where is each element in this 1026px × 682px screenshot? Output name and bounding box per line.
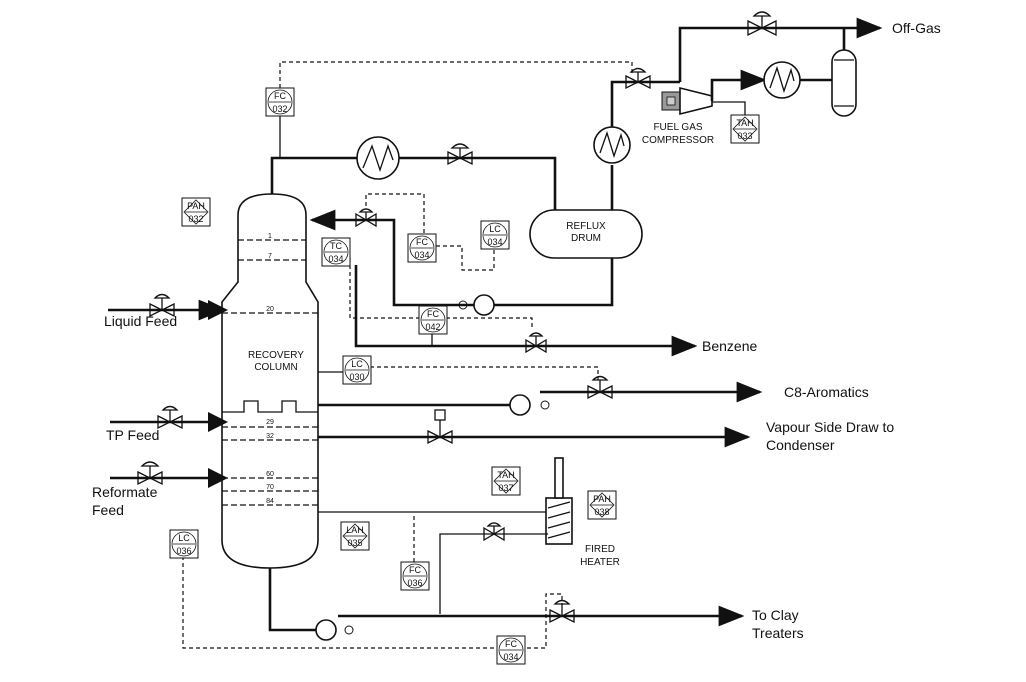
tray-label-1: 1 bbox=[268, 233, 272, 240]
instrument-code: TAH bbox=[736, 118, 753, 128]
fuel-gas-compressor-label-2: COMPRESSOR bbox=[642, 135, 714, 146]
bottoms-pump-icon bbox=[315, 619, 337, 641]
instrument-code: LAH bbox=[346, 525, 364, 535]
instrument-number: 034 bbox=[414, 250, 429, 260]
instrument-number: 032 bbox=[272, 104, 287, 114]
tp-feed-label: TP Feed bbox=[106, 427, 159, 443]
instrument-number: 030 bbox=[349, 372, 364, 382]
instrument-code: FC bbox=[416, 237, 428, 247]
c8-pump-icon bbox=[509, 394, 531, 416]
off-gas-valve-icon bbox=[747, 11, 777, 37]
bottoms-valve-icon bbox=[549, 599, 575, 624]
c8-aromatics-label: C8-Aromatics bbox=[784, 384, 869, 400]
to-clay-label-1: To Clay bbox=[752, 607, 799, 623]
instrument-lc036: LC 036 bbox=[169, 529, 199, 559]
instrument-fc032: FC 032 bbox=[265, 87, 295, 117]
instrument-code: PAH bbox=[187, 201, 205, 211]
tray-label-7: 7 bbox=[268, 253, 272, 260]
tray-label-84: 84 bbox=[266, 498, 274, 505]
instrument-code: LC bbox=[489, 224, 501, 234]
fired-heater-label-1: FIRED bbox=[585, 544, 615, 555]
instrument-number: 035 bbox=[347, 538, 362, 548]
instrument-code: TC bbox=[330, 241, 342, 251]
reflux-pump-icon bbox=[473, 294, 495, 316]
liquid-feed-label: Liquid Feed bbox=[104, 313, 177, 329]
instrument-fc036: FC 036 bbox=[400, 561, 430, 591]
tray-label-29: 29 bbox=[266, 419, 274, 426]
instrument-number: 036 bbox=[407, 578, 422, 588]
instrument-pah032: PAH 032 bbox=[181, 197, 211, 227]
instrument-number: 037 bbox=[498, 483, 513, 493]
instrument-number: 033 bbox=[737, 131, 752, 141]
instrument-number: 038 bbox=[594, 507, 609, 517]
tray-label-20: 20 bbox=[266, 306, 274, 313]
fuel-gas-compressor: FUEL GAS COMPRESSOR bbox=[642, 86, 714, 146]
off-gas-label: Off-Gas bbox=[892, 20, 941, 36]
instrument-number: 034 bbox=[503, 652, 518, 662]
reflux-drum-label-1: REFLUX bbox=[566, 221, 606, 232]
instrument-number: 032 bbox=[188, 214, 203, 224]
tp-feed-valve-icon bbox=[157, 405, 183, 430]
tray-label-60: 60 bbox=[266, 471, 274, 478]
vapour-side-draw-label-2: Condenser bbox=[766, 437, 835, 453]
instrument-fc034b: FC 034 bbox=[496, 635, 526, 665]
instrument-fc034a: FC 034 bbox=[407, 233, 437, 263]
instrument-fc042: FC 042 bbox=[418, 305, 448, 335]
instrument-code: FC bbox=[505, 639, 517, 649]
instrument-code: FC bbox=[274, 91, 286, 101]
vent-exchanger-icon bbox=[593, 126, 631, 164]
reflux-drum-label-2: DRUM bbox=[571, 233, 601, 244]
instrument-tc034: TC 034 bbox=[321, 237, 351, 267]
instrument-lc030: LC 030 bbox=[342, 355, 372, 385]
reformate-feed-label-1: Reformate bbox=[92, 484, 158, 500]
fuel-gas-compressor-label-1: FUEL GAS bbox=[653, 122, 702, 133]
benzene-valve-icon bbox=[525, 332, 547, 354]
tray-label-70: 70 bbox=[266, 484, 274, 491]
instrument-pah038: PAH 038 bbox=[587, 490, 617, 520]
instrument-code: LC bbox=[351, 359, 363, 369]
to-clay-label-2: Treaters bbox=[752, 625, 804, 641]
compressor-inlet-valve-icon bbox=[625, 67, 651, 90]
instrument-code: TAH bbox=[497, 470, 514, 480]
reflux-valve-icon bbox=[355, 208, 377, 228]
vapour-side-draw-label-1: Vapour Side Draw to bbox=[766, 419, 894, 435]
instrument-layer: FC032TAH033PAH032TC034FC034LC034FC042LC0… bbox=[169, 87, 760, 665]
overhead-valve-icon bbox=[447, 143, 473, 166]
instrument-number: 034 bbox=[487, 237, 502, 247]
tray-label-32: 32 bbox=[266, 433, 274, 440]
reformate-feed-valve-icon bbox=[137, 461, 163, 486]
column-trays bbox=[222, 239, 318, 506]
overhead-piping bbox=[270, 136, 557, 213]
instrument-tah037: TAH 037 bbox=[491, 466, 521, 496]
instrument-tah033: TAH 033 bbox=[730, 114, 760, 144]
instrument-lah035: LAH 035 bbox=[340, 521, 370, 551]
liquid-feed-valve-icon bbox=[149, 293, 175, 318]
recovery-column-label-1: RECOVERY bbox=[248, 350, 304, 361]
aftercooler-icon bbox=[763, 61, 801, 99]
recovery-column: 1 7 20 29 32 60 70 84 RECOVERY COLUMN bbox=[221, 193, 319, 569]
instrument-lc034: LC 034 bbox=[480, 220, 510, 250]
instrument-code: FC bbox=[409, 565, 421, 575]
instrument-code: FC bbox=[427, 309, 439, 319]
c8-valve-icon bbox=[587, 375, 613, 400]
vapour-draw-valve-icon bbox=[427, 409, 453, 445]
benzene-label: Benzene bbox=[702, 338, 757, 354]
heater-valve-icon bbox=[483, 522, 505, 542]
instrument-code: PAH bbox=[593, 494, 611, 504]
instrument-number: 042 bbox=[425, 322, 440, 332]
fired-heater: FIRED HEATER bbox=[545, 457, 620, 568]
instrument-number: 034 bbox=[328, 254, 343, 264]
fired-heater-label-2: HEATER bbox=[580, 557, 620, 568]
reflux-drum: REFLUX DRUM bbox=[529, 209, 643, 259]
reformate-feed-label-2: Feed bbox=[92, 502, 124, 518]
instrument-code: LC bbox=[178, 533, 190, 543]
recovery-column-label-2: COLUMN bbox=[254, 362, 297, 373]
instrument-number: 036 bbox=[176, 546, 191, 556]
signal-lines bbox=[182, 61, 633, 649]
